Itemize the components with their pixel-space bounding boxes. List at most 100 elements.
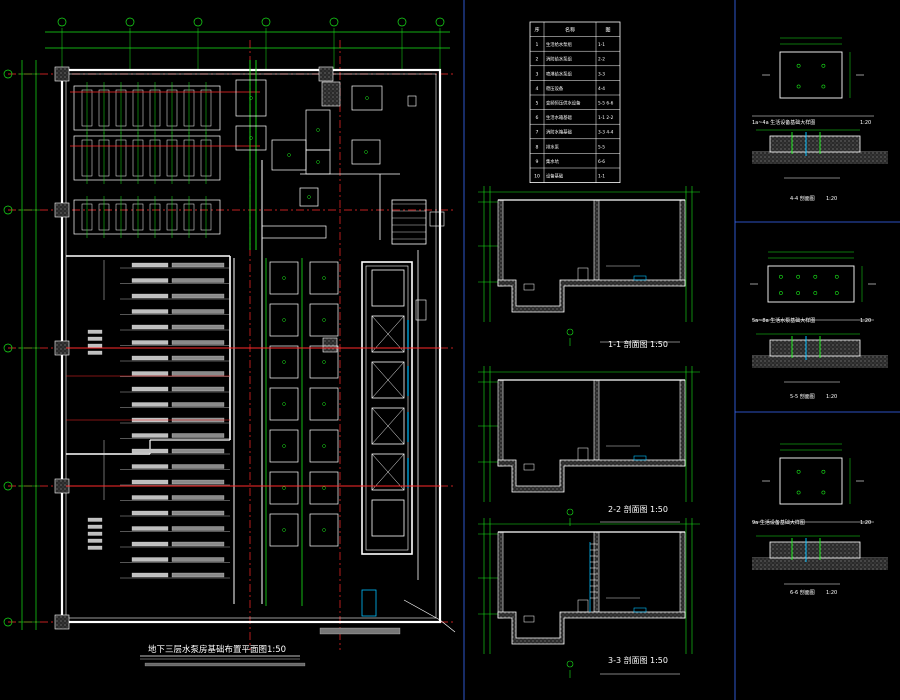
annotation-text-block xyxy=(319,627,401,635)
legend-header-cell: 图 xyxy=(605,28,610,34)
section-title-2: 2-2 剖面图 xyxy=(608,504,648,514)
section-wall xyxy=(497,379,504,467)
legend-cell-ref: 3-3 xyxy=(598,71,605,77)
legend-frame xyxy=(529,21,621,184)
anchor-bolt xyxy=(316,128,320,132)
section-base-accent xyxy=(633,607,647,613)
legend-cell-ref: 4-4 xyxy=(598,86,605,92)
annotation-text-block xyxy=(131,293,169,299)
anchor-bolt xyxy=(287,153,291,157)
annotation-text-block xyxy=(87,545,103,550)
annotation-text-block xyxy=(87,531,103,536)
tank-base xyxy=(269,303,299,337)
annotation-text-block xyxy=(87,524,103,529)
section-pump-base xyxy=(523,615,535,623)
anchor-bolt xyxy=(322,318,326,322)
detail-anchor-bolt xyxy=(779,291,783,295)
legend-cell-name: 喷淋给水泵组 xyxy=(546,70,572,77)
annotation-text-block xyxy=(171,433,225,438)
legend-cell-name: 生活水箱基础 xyxy=(546,114,572,121)
detail-plan-caption-1: 1a~4a 生活设备基础大样图 xyxy=(752,119,815,126)
annotation-text-block xyxy=(87,336,103,341)
equipment-base xyxy=(235,125,267,151)
anchor-bolt xyxy=(322,360,326,364)
pump-cell xyxy=(371,361,405,399)
structural-column xyxy=(54,614,70,630)
structural-column xyxy=(322,337,338,353)
annotation-text-block xyxy=(171,464,225,469)
annotation-text-block xyxy=(171,262,225,268)
detail-section-base xyxy=(769,339,861,357)
pump-cell xyxy=(371,407,405,445)
section-axis-bubble xyxy=(566,660,574,668)
annotation-text-block xyxy=(131,340,169,345)
annotation-text-block xyxy=(131,324,169,330)
annotation-text-block xyxy=(131,448,169,454)
legend-cell-ref: 5-5 6-6 xyxy=(598,101,614,107)
section-floor-pit xyxy=(497,611,686,645)
axis-bubble-left xyxy=(3,205,13,215)
legend-cell-name: 变频恒压供水设备 xyxy=(546,100,581,107)
annotation-text-block xyxy=(171,340,225,345)
annotation-text-block xyxy=(87,329,103,334)
pump-cell xyxy=(371,499,405,537)
annotation-text-block xyxy=(87,350,103,355)
annotation-text-block xyxy=(171,355,225,361)
detail-anchor-bolt xyxy=(821,84,826,89)
annotation-text-block xyxy=(131,557,169,562)
equipment-base xyxy=(305,149,331,175)
pump-cell-cross xyxy=(371,407,405,445)
pump-cell xyxy=(371,453,405,491)
section-wall xyxy=(679,379,686,467)
section-axis-bubble xyxy=(566,328,574,336)
tank-base xyxy=(269,513,299,547)
annotation-text-block xyxy=(131,309,169,314)
detail-anchor-bolt xyxy=(796,490,801,495)
detail-ground-hatch xyxy=(752,558,888,570)
detail-section-scale-1: 1:20 xyxy=(826,196,837,202)
legend-cell-no: 9 xyxy=(536,159,539,165)
detail-plan-outline xyxy=(779,457,843,505)
annotation-text-block xyxy=(131,510,169,516)
pump-cell xyxy=(371,315,405,353)
pump-cell-cross xyxy=(371,315,405,353)
section-wall xyxy=(497,199,504,287)
anchor-bolt xyxy=(282,486,286,490)
legend-cell-name: 设备基础 xyxy=(546,173,563,180)
anchor-bolt xyxy=(322,276,326,280)
annotation-text-block xyxy=(131,402,169,407)
section-axis-bubble xyxy=(566,508,574,516)
detail-anchor-bolt xyxy=(796,291,801,295)
section-base-accent xyxy=(633,275,647,281)
tank-base xyxy=(269,345,299,379)
annotation-text-block xyxy=(131,355,169,361)
detail-section-base xyxy=(769,135,861,153)
pump-room-inner xyxy=(365,265,409,551)
detail-section-scale-3: 1:20 xyxy=(826,590,837,596)
detail-section-title-1: 4-4 剖面图 xyxy=(790,195,815,202)
annotation-text-block xyxy=(171,495,225,500)
section-scale-3: 1:50 xyxy=(650,656,668,665)
annotation-text-block xyxy=(171,541,225,547)
section-base-accent xyxy=(633,455,647,461)
detail-ground-hatch xyxy=(752,152,888,164)
axis-bubble-top xyxy=(397,17,407,27)
annotation-text-block xyxy=(171,402,225,407)
detail-anchor-bolt xyxy=(821,63,826,68)
section-equipment xyxy=(577,267,589,281)
equipment-base xyxy=(351,85,383,111)
tank-base xyxy=(309,513,339,547)
anchor-bolt xyxy=(322,528,326,532)
annotation-text-block xyxy=(171,371,225,376)
section-pump-base xyxy=(523,463,535,471)
detail-section-scale-2: 1:20 xyxy=(826,394,837,400)
legend-cell-no: 3 xyxy=(536,71,539,77)
legend-cell-no: 1 xyxy=(536,42,539,48)
detail-anchor-bolt xyxy=(813,274,818,279)
anchor-bolt xyxy=(322,402,326,406)
annotation-text-block xyxy=(131,464,169,469)
detail-section-base xyxy=(769,541,861,559)
annotation-text-block xyxy=(171,510,225,516)
annotation-text-block xyxy=(131,479,169,485)
